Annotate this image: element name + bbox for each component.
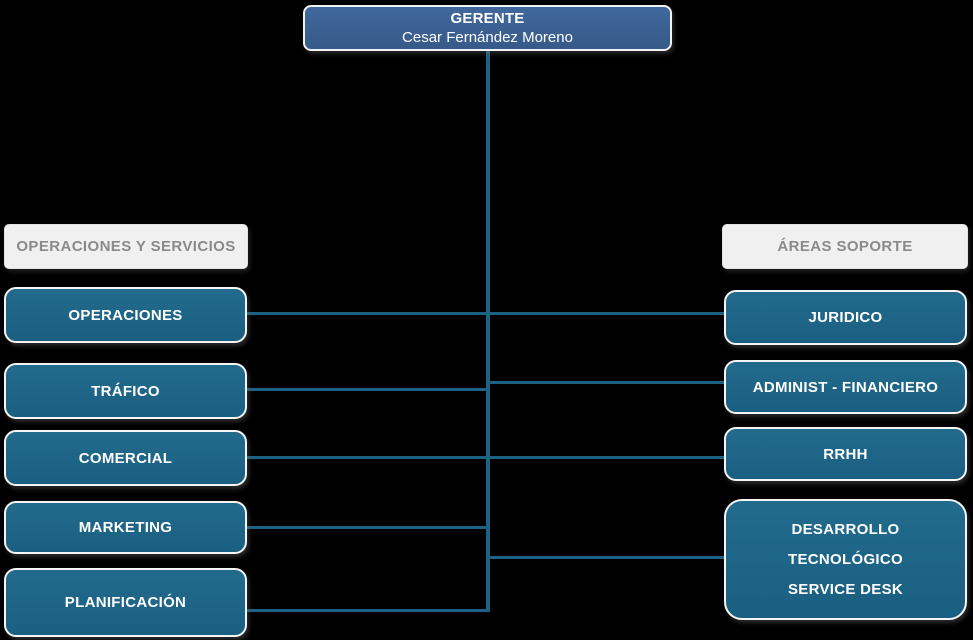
connector-desarrollo bbox=[487, 556, 725, 559]
node-rrhh: RRHH bbox=[724, 427, 967, 481]
node-marketing: MARKETING bbox=[4, 501, 247, 554]
connector-marketing bbox=[247, 526, 488, 529]
node-desarrollo-tecnologico-service-desk: DESARROLLO TECNOLÓGICO SERVICE DESK bbox=[724, 499, 967, 620]
manager-node: GERENTE Cesar Fernández Moreno bbox=[303, 5, 672, 51]
manager-name: Cesar Fernández Moreno bbox=[402, 29, 573, 46]
manager-title: GERENTE bbox=[450, 10, 525, 27]
node-operaciones: OPERACIONES bbox=[4, 287, 247, 343]
node-planificacion: PLANIFICACIÓN bbox=[4, 568, 247, 637]
right-group-header: ÁREAS SOPORTE bbox=[722, 224, 968, 269]
node-administ-financiero: ADMINIST - FINANCIERO bbox=[724, 360, 967, 414]
left-group-header: OPERACIONES Y SERVICIOS bbox=[4, 224, 248, 269]
connector-administ-financiero bbox=[487, 381, 725, 384]
node-trafico: TRÁFICO bbox=[4, 363, 247, 419]
connector-planificacion bbox=[247, 609, 488, 612]
connector-row-comercial-rrhh bbox=[247, 456, 725, 459]
connector-trafico bbox=[247, 388, 488, 391]
connector-row-operaciones-juridico bbox=[247, 312, 725, 315]
node-juridico: JURIDICO bbox=[724, 290, 967, 345]
connector-trunk bbox=[486, 50, 490, 612]
node-comercial: COMERCIAL bbox=[4, 430, 247, 486]
